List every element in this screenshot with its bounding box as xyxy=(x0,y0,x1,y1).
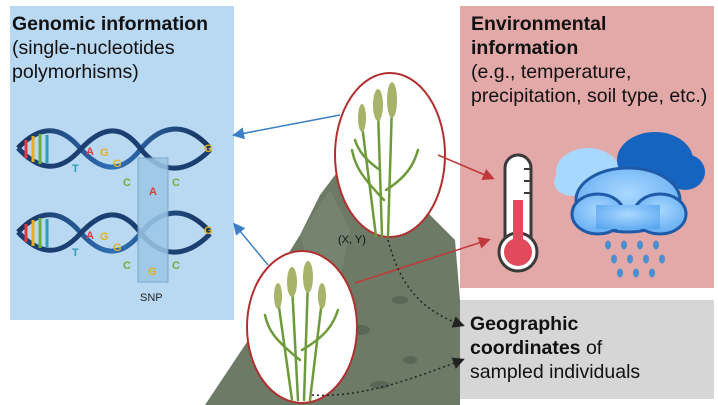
geo-title-rest: of xyxy=(580,337,603,359)
genomic-subtitle-line1: (single-nucleotides xyxy=(12,37,175,59)
genomic-info-title: Genomic information (single-nucleotides … xyxy=(12,12,232,84)
base-2-3: G xyxy=(113,242,122,254)
snp-label: SNP xyxy=(140,292,163,304)
genomic-subtitle-line2: polymorhisms) xyxy=(12,61,139,83)
base-1-2: G xyxy=(100,147,109,159)
arrow-to-geo-1 xyxy=(387,239,465,328)
base-1-5: A xyxy=(149,186,157,198)
base-1-1: A xyxy=(86,146,94,158)
base-2-6: C xyxy=(172,260,180,272)
arrow-to-env-1 xyxy=(437,154,495,180)
base-2-1: A xyxy=(86,230,94,242)
snp-highlight-box xyxy=(137,157,169,283)
geo-line3: sampled individuals xyxy=(470,361,641,383)
base-2-4: C xyxy=(123,260,131,272)
cloud-icon-front xyxy=(570,166,688,236)
coords-label: (X, Y) xyxy=(338,234,366,246)
dna-helix-1 xyxy=(16,126,212,171)
geo-title-bold-2: coordinates xyxy=(470,337,581,359)
wheat-plant-lower xyxy=(246,250,358,404)
base-2-t: T xyxy=(72,247,79,259)
base-1-4: C xyxy=(123,177,131,189)
geographic-info-title: Geographic coordinates of sampled indivi… xyxy=(470,312,710,384)
raindrops-icon xyxy=(605,240,665,278)
genomic-title-bold: Genomic information xyxy=(12,13,209,35)
dna-helix-2 xyxy=(16,210,212,255)
base-2-5: G xyxy=(148,266,157,278)
geographic-info-panel xyxy=(460,300,714,399)
base-2-2: G xyxy=(100,231,109,243)
base-2-7: G xyxy=(204,225,213,237)
arrow-to-geo-2 xyxy=(311,357,465,397)
arrow-to-helix-2 xyxy=(233,222,269,266)
arrow-to-helix-1 xyxy=(232,114,341,140)
geo-title-bold-1: Geographic xyxy=(470,313,579,335)
base-1-6: C xyxy=(172,177,180,189)
env-line2: precipitation, soil type, etc.) xyxy=(471,85,708,107)
base-1-t: T xyxy=(72,163,79,175)
env-line1: (e.g., temperature, xyxy=(471,61,632,83)
base-1-7: G xyxy=(204,143,213,155)
env-title-bold: Environmental information xyxy=(471,13,607,59)
thermometer-icon xyxy=(497,153,539,273)
environmental-info-title: Environmental information (e.g., tempera… xyxy=(471,12,717,108)
wheat-plant-upper xyxy=(334,72,446,238)
arrow-to-env-2 xyxy=(354,237,491,284)
base-1-3: G xyxy=(113,158,122,170)
